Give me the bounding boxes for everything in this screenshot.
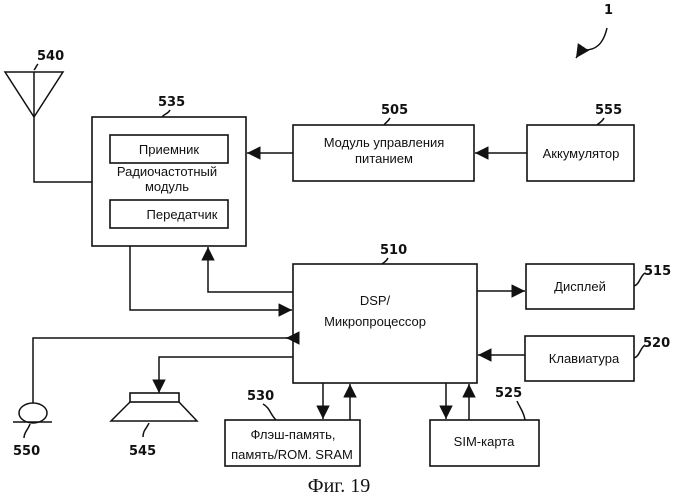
ref-label-540: 540 bbox=[37, 49, 64, 64]
display-label: Дисплей bbox=[554, 279, 606, 294]
ref-label-525: 525 bbox=[495, 386, 522, 401]
dsp-to-speaker-arrow bbox=[159, 357, 293, 393]
dsp-to-rf-arrow bbox=[208, 247, 293, 292]
battery-label: Аккумулятор bbox=[543, 146, 620, 161]
ref-label-505: 505 bbox=[381, 103, 408, 118]
ref-label-545: 545 bbox=[129, 444, 156, 459]
dsp-label-line2: Микропроцессор bbox=[324, 314, 426, 329]
dsp-label-line1: DSP/ bbox=[360, 293, 391, 308]
power-module-label-line2: питанием bbox=[355, 151, 413, 166]
ref-label-550: 550 bbox=[13, 444, 40, 459]
antenna-to-rf-line bbox=[34, 117, 92, 182]
rf-module-block: 535 Приемник Радиочастотный модуль Перед… bbox=[92, 95, 246, 246]
transmitter-label: Передатчик bbox=[147, 207, 218, 222]
ref-label-520: 520 bbox=[643, 336, 670, 351]
battery-block: 555 Аккумулятор bbox=[527, 103, 634, 181]
ref-label-530: 530 bbox=[247, 389, 274, 404]
figure-caption: Фиг. 19 bbox=[308, 475, 370, 497]
receiver-label: Приемник bbox=[139, 142, 199, 157]
rf-module-label-line1: Радиочастотный bbox=[117, 164, 217, 179]
display-block: Дисплей 515 bbox=[526, 264, 671, 309]
keyboard-block: Клавиатура 520 bbox=[525, 336, 670, 381]
rf-module-label-line2: модуль bbox=[145, 179, 189, 194]
ref-label-535: 535 bbox=[158, 95, 185, 110]
flash-label-line1: Флэш-память, bbox=[250, 427, 335, 442]
power-module-block: 505 Модуль управления питанием bbox=[293, 103, 474, 181]
flash-label-line2: память/ROM. SRAM bbox=[231, 447, 353, 462]
antenna: 540 bbox=[5, 49, 92, 182]
power-module-label-line1: Модуль управления bbox=[324, 135, 445, 150]
sim-card-label: SIM-карта bbox=[454, 434, 515, 449]
keyboard-label: Клавиатура bbox=[549, 351, 620, 366]
ref-label-1: 1 bbox=[604, 3, 613, 18]
device-pointer-arrow bbox=[576, 28, 607, 58]
speaker-icon bbox=[130, 393, 179, 402]
flash-memory-block: 530 Флэш-память, память/ROM. SRAM bbox=[225, 389, 360, 466]
rf-to-dsp-arrow bbox=[130, 246, 292, 310]
ref-leader-540 bbox=[34, 64, 38, 70]
ref-label-555: 555 bbox=[595, 103, 622, 118]
dsp-block: 510 DSP/ Микропроцессор bbox=[293, 243, 477, 383]
ref-label-515: 515 bbox=[644, 264, 671, 279]
device-reference: 1 bbox=[576, 3, 613, 58]
microphone-icon bbox=[19, 403, 47, 423]
ref-label-510: 510 bbox=[380, 243, 407, 258]
